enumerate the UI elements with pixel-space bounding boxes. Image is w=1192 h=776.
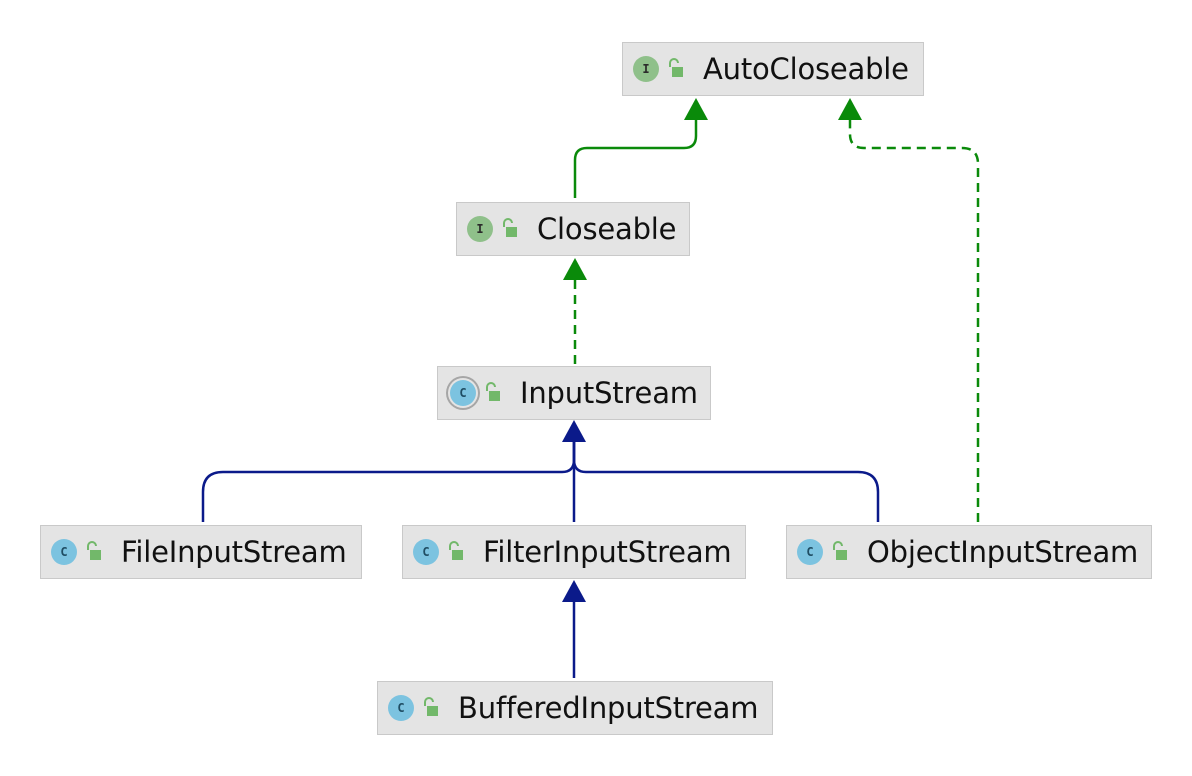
class-icon: C <box>388 695 414 721</box>
unlocked-lock-icon <box>447 541 463 563</box>
node-label: AutoCloseable <box>703 52 909 86</box>
edge-objectinputstream-to-inputstream <box>572 442 880 522</box>
class-icon: C <box>51 539 77 565</box>
node-filterinputstream[interactable]: C FilterInputStream <box>402 525 746 579</box>
node-label: FilterInputStream <box>483 535 732 569</box>
arrowhead-inputstream <box>562 420 586 442</box>
arrowhead-closeable <box>563 258 587 280</box>
node-label: FileInputStream <box>121 535 347 569</box>
edge-closeable-to-autocloseable <box>573 118 698 198</box>
unlocked-lock-icon <box>831 541 847 563</box>
node-fileinputstream[interactable]: C FileInputStream <box>40 525 362 579</box>
interface-icon: I <box>467 216 493 242</box>
node-inputstream[interactable]: C InputStream <box>437 366 711 420</box>
abstract-class-icon: C <box>450 380 476 406</box>
node-bufferedinputstream[interactable]: C BufferedInputStream <box>377 681 773 735</box>
node-objectinputstream[interactable]: C ObjectInputStream <box>786 525 1152 579</box>
node-label: BufferedInputStream <box>458 691 759 725</box>
unlocked-lock-icon <box>422 697 438 719</box>
class-icon: C <box>797 539 823 565</box>
node-label: InputStream <box>520 376 698 410</box>
edge-fileinputstream-to-inputstream <box>201 442 576 522</box>
unlocked-lock-icon <box>85 541 101 563</box>
unlocked-lock-icon <box>667 58 683 80</box>
node-closeable[interactable]: I Closeable <box>456 202 690 256</box>
interface-icon: I <box>633 56 659 82</box>
arrowhead-autocloseable-right <box>838 98 862 120</box>
node-autocloseable[interactable]: I AutoCloseable <box>622 42 924 96</box>
arrowhead-filterinputstream <box>562 580 586 602</box>
node-label: Closeable <box>537 212 677 246</box>
unlocked-lock-icon <box>484 382 500 404</box>
edge-objectinputstream-to-autocloseable <box>848 118 980 522</box>
unlocked-lock-icon <box>501 218 517 240</box>
class-icon: C <box>413 539 439 565</box>
node-label: ObjectInputStream <box>867 535 1139 569</box>
arrowhead-autocloseable-left <box>684 98 708 120</box>
